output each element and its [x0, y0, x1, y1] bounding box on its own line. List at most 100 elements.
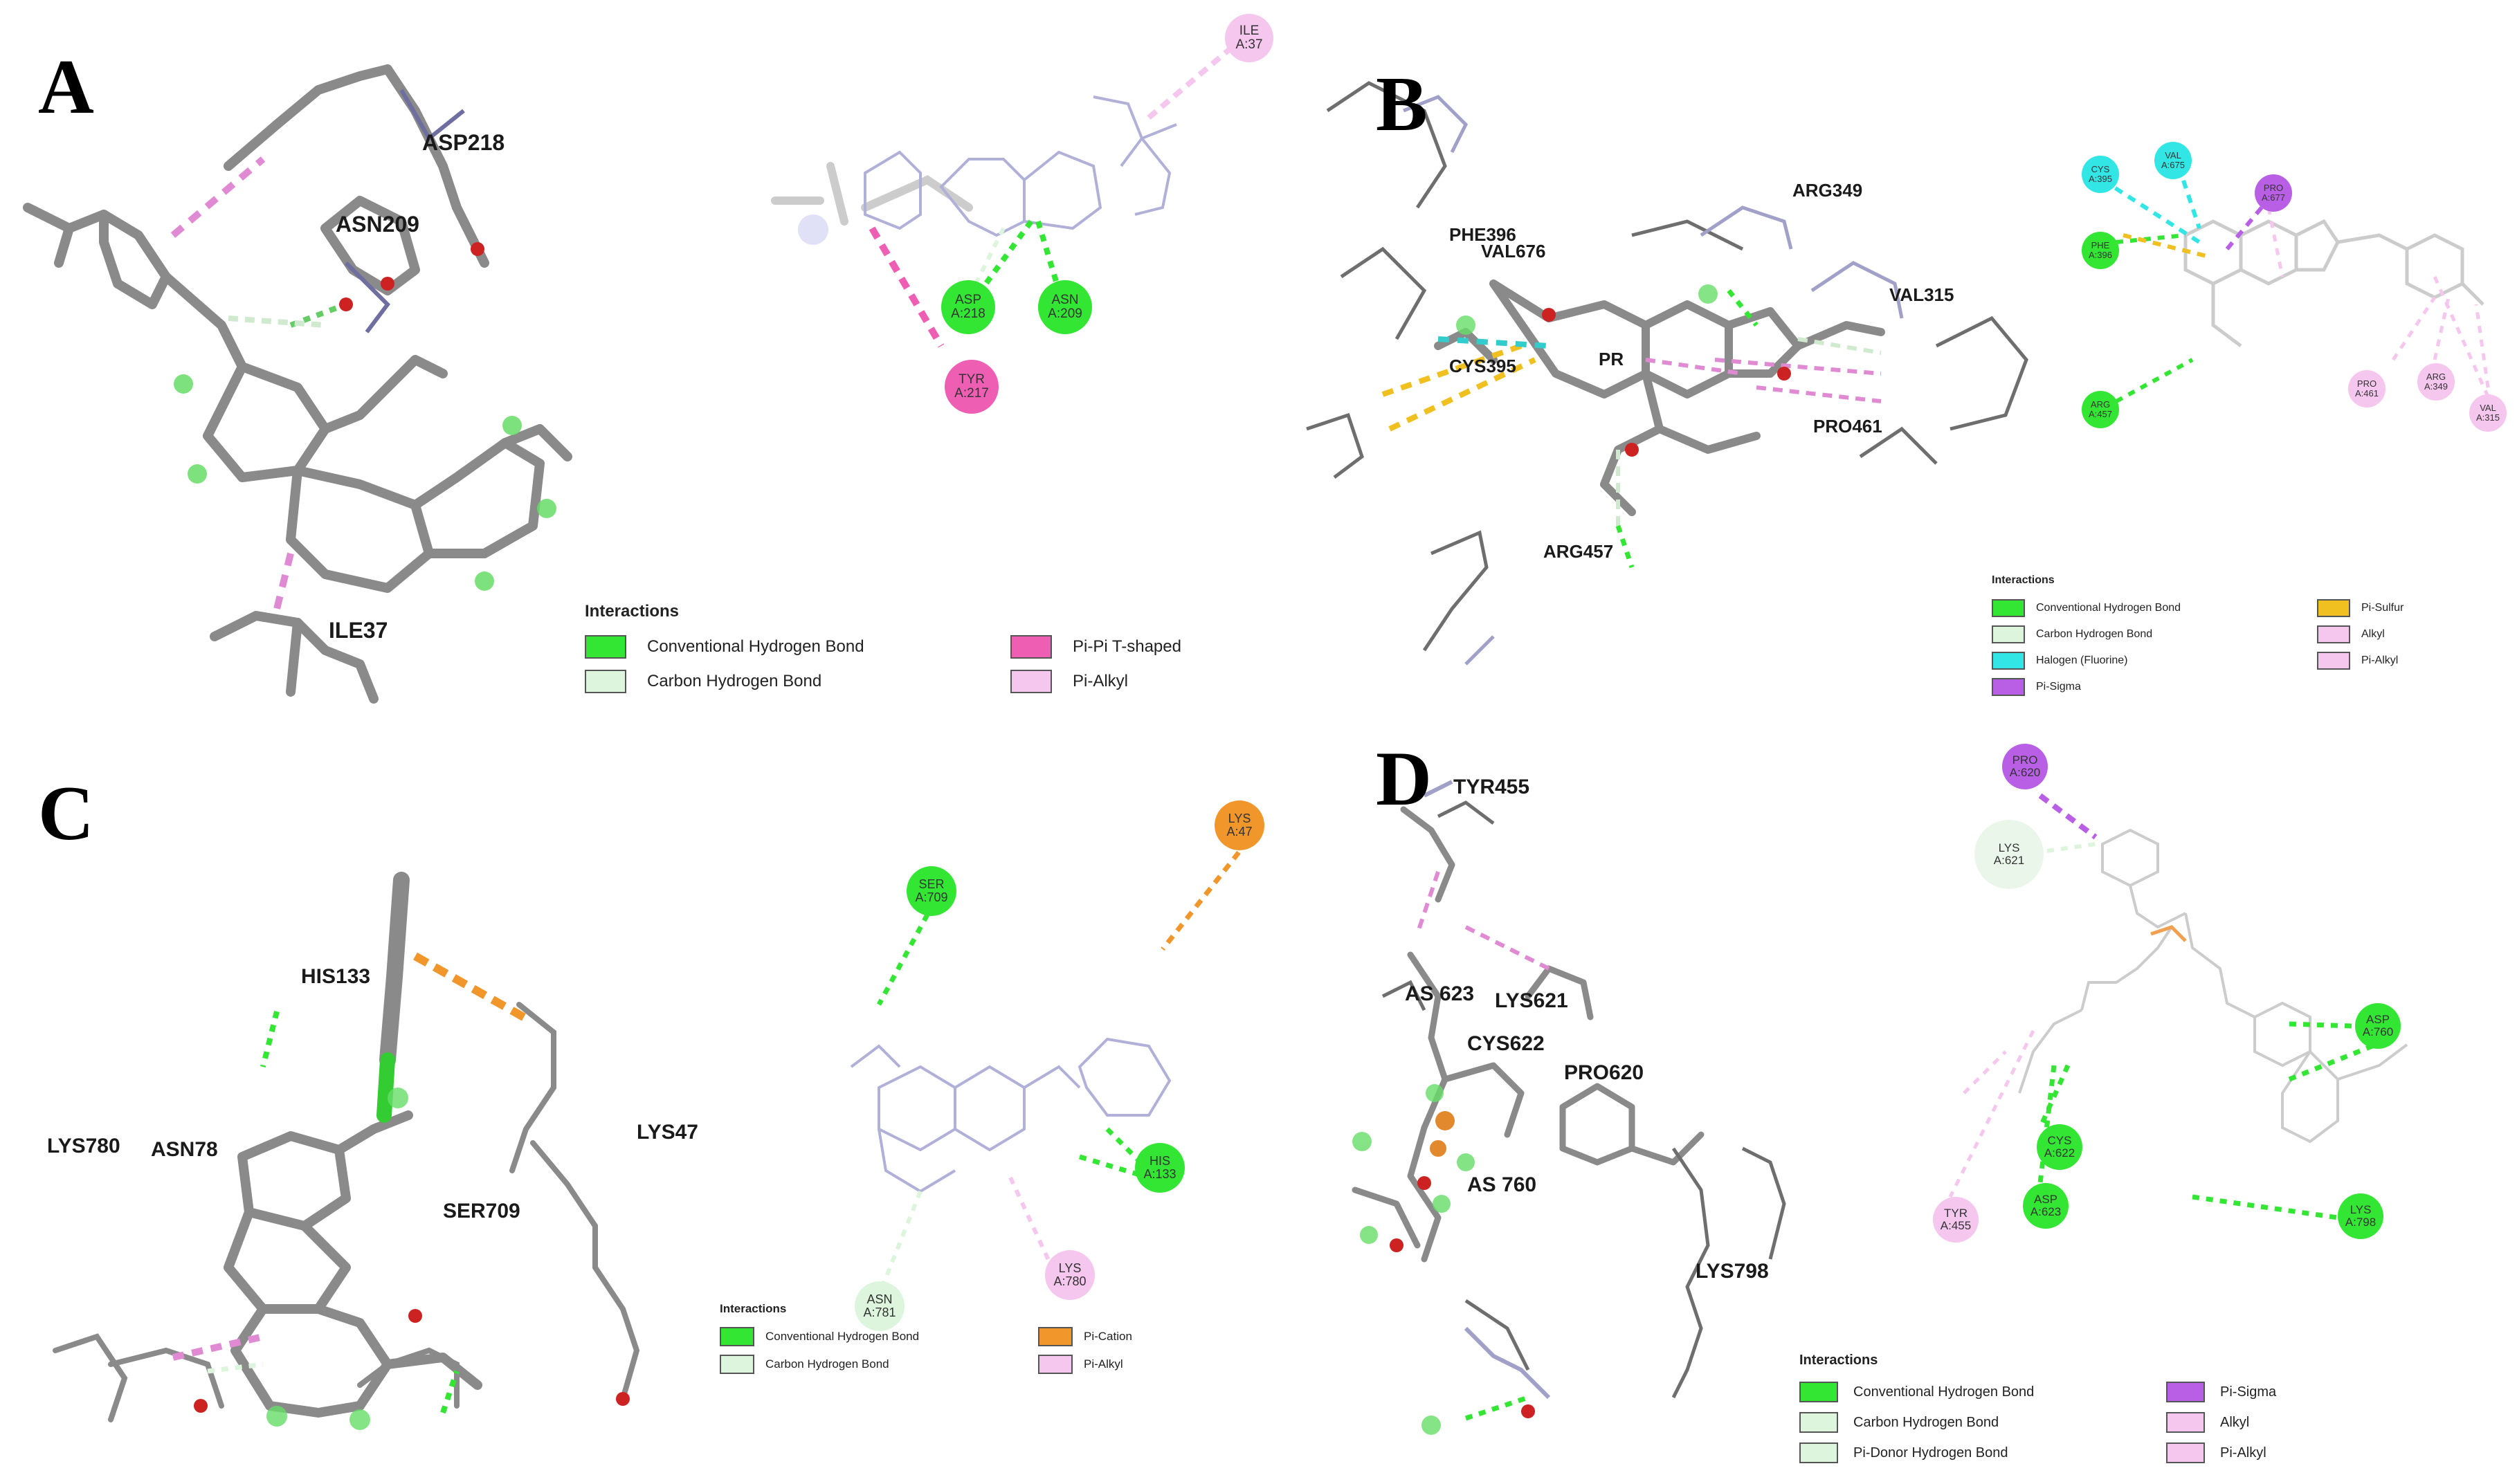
residue-node-id: A:37 — [1235, 37, 1263, 52]
residue-node-name: PHE — [2091, 240, 2110, 251]
residue-node-id: A:622 — [2044, 1146, 2075, 1160]
residue-node: HIS A:133 — [1135, 1143, 1185, 1193]
legend-swatch — [2166, 1442, 2205, 1463]
legend-item: Halogen (Fluorine) — [1992, 652, 2128, 670]
panel-a-label: A — [38, 44, 94, 130]
residue-3d-label: ASP218 — [422, 130, 505, 155]
residue-node: ASN A:781 — [855, 1281, 905, 1331]
residue-node-id: A:780 — [1053, 1274, 1087, 1288]
residue-3d-label: LYS47 — [637, 1121, 698, 1144]
legend-swatch — [2166, 1412, 2205, 1433]
residue-node-id: A:457 — [2089, 409, 2112, 419]
residue-3d-label: AS 623 — [1405, 982, 1475, 1005]
residue-node-name: SER — [918, 877, 945, 892]
residue-node: CYS A:622 — [2037, 1124, 2082, 1170]
legend-item: Carbon Hydrogen Bond — [585, 670, 821, 693]
residue-3d-label: LYS780 — [47, 1135, 120, 1157]
residue-node: VAL A:315 — [2469, 394, 2507, 432]
legend-swatch — [1992, 625, 2025, 643]
residue-node: VAL A:675 — [2154, 142, 2192, 179]
residue-3d-label: PHE396 — [1449, 224, 1516, 245]
residue-node-name: ASP — [2365, 1013, 2390, 1027]
legend-item: Conventional Hydrogen Bond — [585, 635, 864, 659]
panel-d: D TYR455 AS 623 LYS621 CYS622 PRO620 AS … — [1258, 706, 2517, 1484]
residue-node-name: TYR — [958, 372, 985, 387]
legend-item-label: Pi-Alkyl — [1073, 672, 1129, 690]
legend-swatch — [1038, 1355, 1073, 1374]
legend-item: Conventional Hydrogen Bond — [1799, 1382, 2034, 1402]
residue-3d-label: ASN78 — [151, 1138, 218, 1161]
legend-swatch — [720, 1355, 754, 1374]
legend-item-label: Carbon Hydrogen Bond — [1853, 1414, 1999, 1430]
residue-node-id: A:623 — [2030, 1205, 2062, 1218]
interactions-legend: Interactions Conventional Hydrogen Bond … — [585, 602, 1208, 699]
residue-3d-label: SER709 — [443, 1200, 520, 1222]
legend-item: Alkyl — [2317, 625, 2385, 643]
legend-item: Pi-Pi T-shaped — [1010, 635, 1181, 659]
residue-node-name: ARG — [2426, 372, 2446, 383]
residue-node: TYR A:455 — [1933, 1197, 1979, 1243]
residue-node-name: LYS — [1228, 812, 1251, 826]
residue-node: CYS A:395 — [2082, 156, 2119, 193]
panel-b: B PHE396 VAL676 ARG349 VAL315 CYS395 PR … — [1258, 0, 2517, 742]
legend-swatch — [1992, 652, 2025, 670]
residue-3d-label: LYS621 — [1495, 989, 1568, 1012]
residue-3d-label: CYS622 — [1467, 1032, 1545, 1055]
residue-node-id: A:396 — [2089, 250, 2112, 260]
residue-node: LYS A:621 — [1974, 820, 2044, 889]
residue-3d-label: CYS395 — [1449, 356, 1516, 376]
legend-swatch — [585, 670, 626, 693]
residue-node: ILE A:37 — [1225, 14, 1273, 62]
residue-node-id: A:709 — [915, 890, 948, 904]
legend-swatch — [1992, 599, 2025, 617]
legend-swatch — [1010, 635, 1052, 659]
legend-item: Pi-Alkyl — [2166, 1442, 2266, 1463]
panel-c-label: C — [38, 771, 94, 856]
legend-item: Pi-Sigma — [2166, 1382, 2276, 1402]
residue-node-name: PRO — [2356, 378, 2377, 390]
legend-item: Conventional Hydrogen Bond — [1992, 599, 2181, 617]
residue-node-id: A:461 — [2355, 388, 2379, 399]
legend-swatch — [2317, 652, 2350, 670]
legend-swatch — [1992, 678, 2025, 696]
residue-node: TYR A:217 — [945, 360, 999, 414]
legend-swatch — [1038, 1327, 1073, 1346]
legend-item: Pi-Sigma — [1992, 678, 2081, 696]
residue-node-name: ARG — [2090, 399, 2111, 410]
legend-item: Carbon Hydrogen Bond — [1992, 625, 2152, 643]
legend-title: Interactions — [1992, 574, 2055, 586]
residue-3d-label: ARG349 — [1792, 180, 1863, 201]
residue-3d-label: LYS798 — [1696, 1260, 1769, 1283]
residue-node-id: A:217 — [954, 386, 989, 401]
residue-node-name: LYS — [2350, 1203, 2372, 1217]
panel-b-label: B — [1376, 62, 1428, 147]
residue-node-name: PRO — [2012, 753, 2038, 767]
legend-item-label: Carbon Hydrogen Bond — [765, 1357, 889, 1371]
legend-item-label: Carbon Hydrogen Bond — [2036, 628, 2153, 640]
residue-node: LYS A:47 — [1215, 800, 1264, 850]
legend-swatch — [2166, 1382, 2205, 1402]
residue-node-id: A:798 — [2345, 1216, 2377, 1229]
residue-node: PRO A:620 — [2002, 744, 2048, 789]
residue-node-id: A:621 — [1993, 854, 2025, 867]
legend-swatch — [1799, 1412, 1838, 1433]
residue-node: LYS A:798 — [2338, 1193, 2383, 1239]
legend-item: Carbon Hydrogen Bond — [1799, 1412, 1999, 1433]
legend-item-label: Pi-Donor Hydrogen Bond — [1853, 1445, 2008, 1460]
legend-item-label: Pi-Sigma — [2036, 681, 2081, 693]
residue-node-name: CYS — [2091, 164, 2110, 175]
legend-item-label: Alkyl — [2220, 1414, 2250, 1430]
residue-node-id: A:315 — [2476, 412, 2500, 423]
legend-swatch — [1010, 670, 1052, 693]
legend-swatch — [1799, 1442, 1838, 1463]
residue-3d-label: PRO620 — [1564, 1061, 1644, 1084]
interactions-legend: Interactions Conventional Hydrogen Bond … — [720, 1302, 1204, 1378]
panel-c-3d-structure — [53, 850, 1241, 1430]
residue-node-id: A:675 — [2161, 160, 2185, 170]
residue-node: PHE A:396 — [2082, 232, 2119, 269]
legend-swatch — [1799, 1382, 1838, 1402]
legend-title: Interactions — [585, 602, 680, 621]
legend-item-label: Pi-Sulfur — [2361, 602, 2404, 614]
residue-node-name: ASP — [954, 293, 982, 308]
residue-3d-label: VAL676 — [1481, 241, 1546, 262]
